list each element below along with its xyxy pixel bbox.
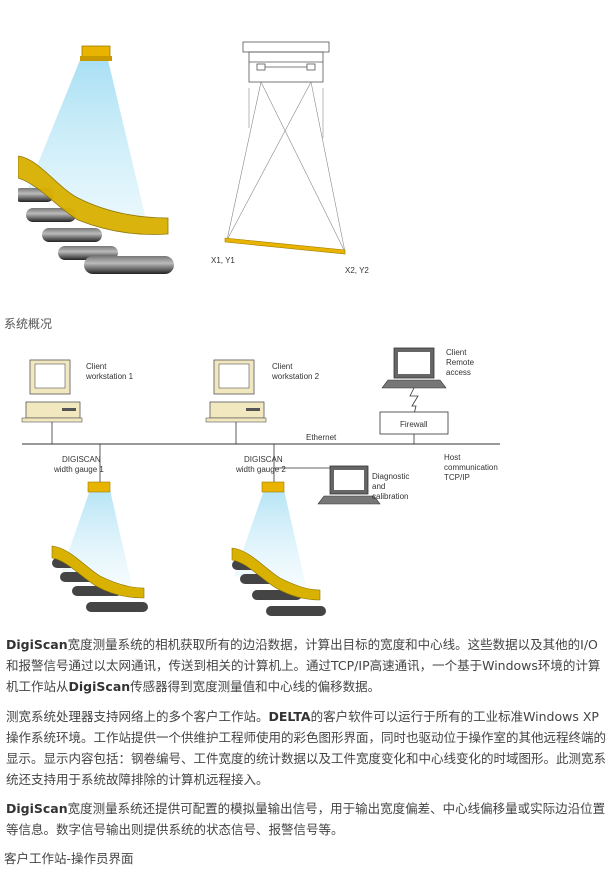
remote-line1: Client: [446, 348, 467, 357]
network-diagram: Client workstation 1 Client workstation …: [21, 347, 500, 616]
paragraph-1: DigiScan宽度测量系统的相机获取所有的边沿数据，计算出目标的宽度和中心线。…: [6, 637, 601, 694]
client1-line2: workstation 1: [85, 372, 134, 381]
diagnostic-line3: calibration: [372, 492, 408, 501]
host-line2: communication: [444, 463, 498, 472]
firewall-label: Firewall: [400, 420, 428, 429]
gauge-1-sensor-icon: [60, 481, 132, 586]
host-line1: Host: [444, 453, 461, 462]
gauge-geometry-diagram: X1, Y1 X2, Y2: [211, 41, 369, 275]
remote-laptop-icon: [381, 347, 447, 389]
brand-digiscan: DigiScan: [6, 637, 68, 652]
remote-line2: Remote: [446, 358, 475, 367]
gauge1-line2: width gauge 1: [53, 465, 104, 474]
client-workstation-2-icon: [205, 359, 267, 423]
paragraph-2: 测宽系统处理器支持网络上的多个客户工作站。DELTA的客户软件可以运行于所有的工…: [6, 709, 607, 787]
diagnostic-line2: and: [372, 482, 385, 491]
brand-digiscan: DigiScan: [68, 679, 131, 694]
gauge2-line1: DIGISCAN: [244, 455, 283, 464]
gauge-2-strip-rollers: [231, 547, 326, 616]
client2-line1: Client: [272, 362, 293, 371]
remote-line3: access: [446, 368, 471, 377]
client1-line1: Client: [86, 362, 107, 371]
brand-digiscan: DigiScan: [6, 801, 68, 816]
brand-delta: DELTA: [268, 709, 311, 724]
label-x1y1: X1, Y1: [211, 256, 235, 265]
ethernet-label: Ethernet: [306, 433, 337, 442]
client-workstation-1-icon: [21, 359, 83, 423]
diagnostic-line1: Diagnostic: [372, 472, 409, 481]
section-title-operator-ui: 客户工作站-操作员界面: [4, 851, 134, 866]
client2-line2: workstation 2: [271, 372, 320, 381]
label-x2y2: X2, Y2: [345, 266, 369, 275]
gauge1-line1: DIGISCAN: [62, 455, 101, 464]
section-title-overview: 系统概况: [4, 317, 53, 331]
paragraph-3: DigiScan宽度测量系统还提供可配置的模拟量输出信号，用于输出宽度偏差、中心…: [6, 801, 606, 837]
gauge2-line2: width gauge 2: [235, 465, 286, 474]
gauge-photo-illustration: [18, 45, 174, 274]
gauge-1-strip-rollers: [51, 545, 148, 612]
host-line3: TCP/IP: [444, 473, 470, 482]
diagnostic-laptop-icon: [317, 465, 381, 505]
